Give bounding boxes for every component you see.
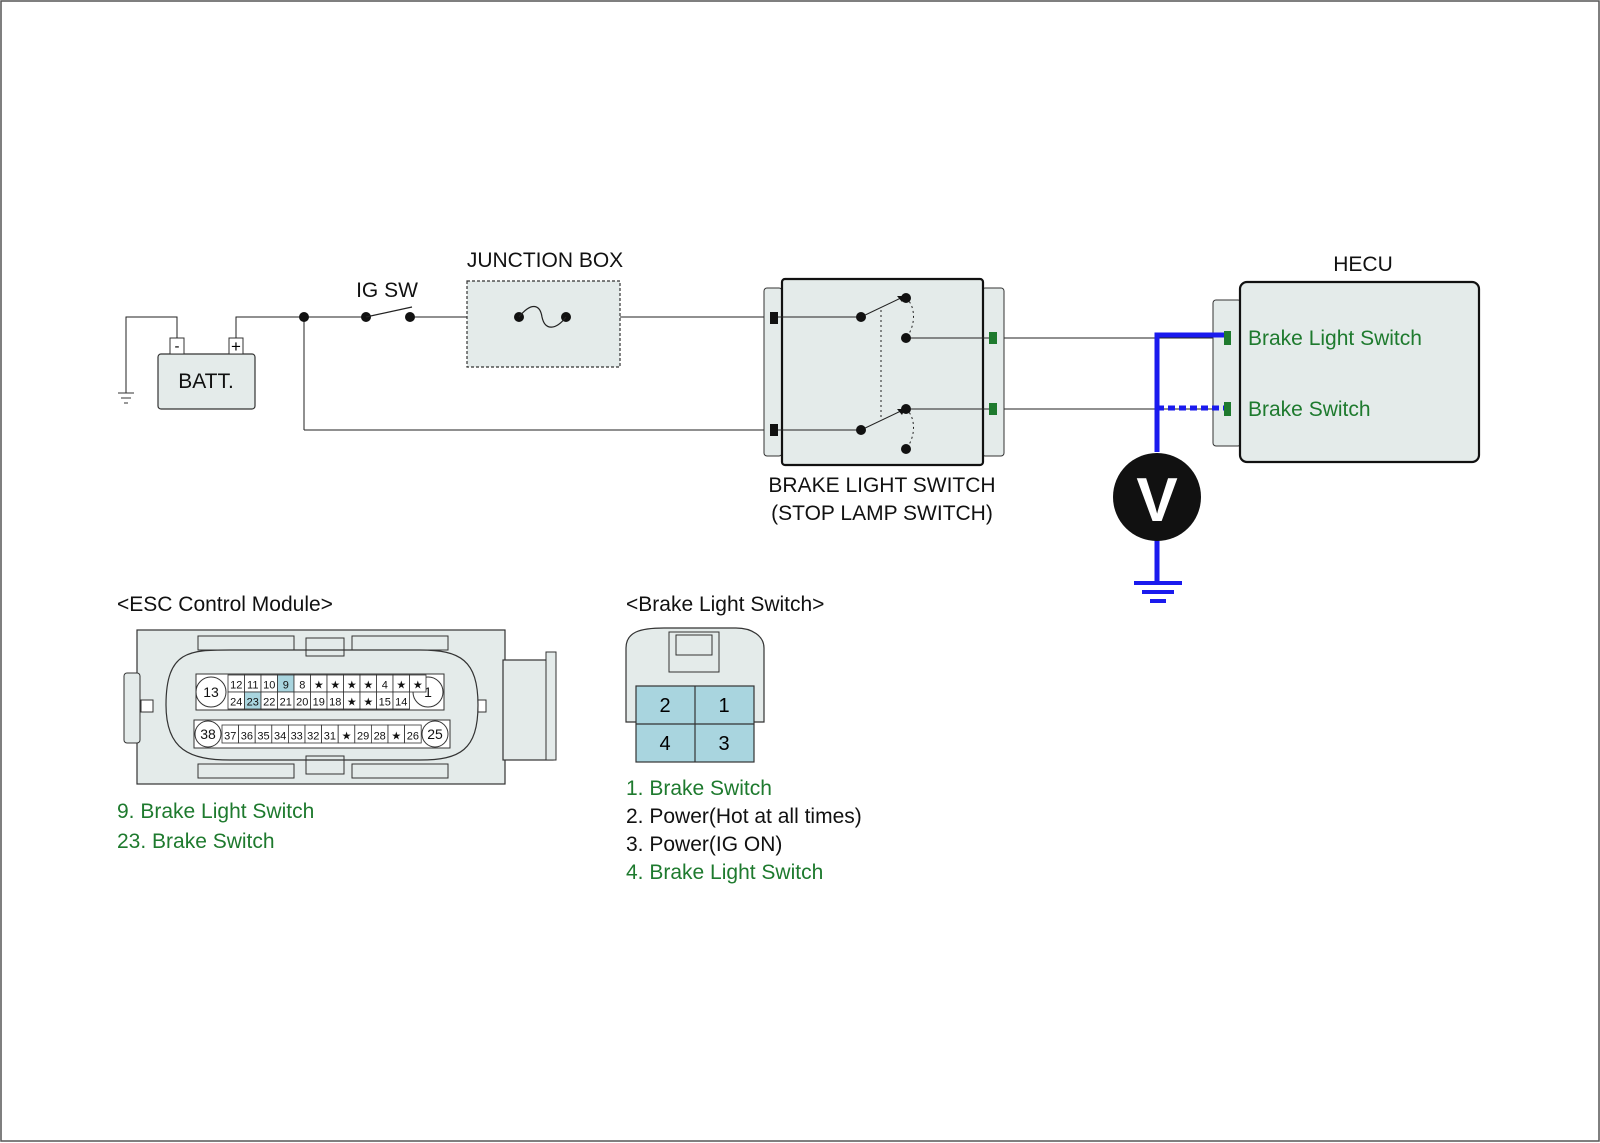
esc-legend-1: 9. Brake Light Switch — [117, 800, 314, 823]
esc-pin-label: 37 — [224, 731, 236, 743]
esc-pin-label: ★ — [342, 731, 352, 743]
esc-connector-title: <ESC Control Module> — [117, 593, 333, 616]
bls-pin-1: 1 — [718, 695, 729, 717]
esc-pin-label: 21 — [280, 697, 292, 709]
bls-pin-3: 3 — [718, 733, 729, 755]
hecu: HECU Brake Light Switch Brake Switch — [1212, 253, 1481, 464]
battery-pos-label: + — [231, 337, 241, 356]
esc-pin-label: 18 — [329, 697, 341, 709]
esc-pin-label: 9 — [283, 680, 289, 692]
junction-box-outline — [466, 280, 621, 368]
wire-junction-dot — [299, 312, 309, 322]
esc-pin-label: 35 — [257, 731, 269, 743]
esc-pin-label: ★ — [330, 680, 340, 692]
esc-pin-label: ★ — [391, 731, 401, 743]
esc-pin-label: 15 — [379, 697, 391, 709]
esc-pin-label: 14 — [395, 697, 407, 709]
battery-ground-wire — [125, 316, 178, 393]
esc-pin-label: 26 — [407, 731, 419, 743]
battery-body — [157, 353, 256, 410]
ig-switch-label: IG SW — [356, 279, 418, 302]
bls-legend-2: 2. Power(Hot at all times) — [626, 805, 862, 828]
hecu-body — [1238, 280, 1481, 464]
esc-pin-label: ★ — [363, 697, 373, 709]
esc-pin-label: ★ — [396, 680, 406, 692]
battery-neg-label: - — [175, 338, 180, 355]
brake-switch-label-1: BRAKE LIGHT SWITCH — [768, 474, 995, 497]
esc-big-pin-label: 13 — [203, 684, 219, 700]
esc-pin-cell — [404, 724, 422, 744]
esc-pin-label: 33 — [291, 731, 303, 743]
fuse-icon — [518, 305, 567, 328]
esc-pin-cell — [409, 674, 427, 693]
esc-pin-label: 4 — [382, 680, 388, 692]
brake-light-switch: BRAKE LIGHT SWITCH (STOP LAMP SWITCH) — [763, 277, 1005, 525]
brake-switch-right-flange — [981, 287, 1005, 457]
brake-switch-body — [780, 277, 985, 467]
voltmeter-probes — [1154, 332, 1224, 583]
esc-pin-label: 29 — [357, 731, 369, 743]
voltmeter-label: V — [1136, 466, 1177, 535]
hecu-label: HECU — [1333, 253, 1393, 276]
esc-big-pin-label: 38 — [200, 726, 216, 742]
esc-big-pin — [194, 720, 222, 748]
esc-pin-label: ★ — [363, 680, 373, 692]
hecu-pin-brake-switch: Brake Switch — [1248, 398, 1371, 421]
esc-pin-label: 28 — [374, 731, 386, 743]
esc-pin-label: 11 — [247, 680, 258, 692]
esc-pin-label: 36 — [241, 731, 253, 743]
esc-pin-cell — [392, 691, 410, 710]
esc-pin-label: 22 — [263, 697, 275, 709]
esc-pin-label: ★ — [314, 680, 324, 692]
meter-ground-icon — [1134, 581, 1182, 603]
esc-pin-label: 31 — [324, 731, 336, 743]
esc-pin-label: 19 — [313, 697, 325, 709]
esc-pin-label: 20 — [296, 697, 308, 709]
esc-pin-label: 32 — [307, 731, 319, 743]
voltmeter-icon: V — [1113, 453, 1201, 541]
bls-legend-3: 3. Power(IG ON) — [626, 833, 782, 856]
bls-legend-1: 1. Brake Switch — [626, 777, 772, 800]
battery-label: BATT. — [178, 370, 234, 393]
bls-pin-2: 2 — [659, 695, 670, 717]
esc-big-pin-label: 1 — [424, 684, 432, 700]
esc-pin-label: 34 — [274, 731, 286, 743]
esc-pin-label: 24 — [230, 697, 242, 709]
esc-big-pin-label: 25 — [427, 726, 443, 742]
ground-icon — [118, 392, 134, 404]
esc-legend-2: 23. Brake Switch — [117, 830, 275, 853]
esc-pin-label: 8 — [299, 680, 305, 692]
bls-legend-4: 4. Brake Light Switch — [626, 861, 823, 884]
brake-switch-label-2: (STOP LAMP SWITCH) — [771, 502, 993, 525]
wires — [235, 316, 1228, 431]
esc-pin-label: 12 — [230, 680, 242, 692]
esc-pin-label: ★ — [347, 680, 357, 692]
junction-box-label: JUNCTION BOX — [467, 249, 623, 272]
esc-pin-label: ★ — [347, 697, 357, 709]
esc-pin-label: 10 — [263, 680, 275, 692]
esc-pin-label: ★ — [413, 680, 423, 692]
hecu-flange — [1212, 299, 1242, 447]
esc-big-pin — [195, 676, 227, 708]
esc-big-pin — [421, 720, 449, 748]
battery: BATT. - + — [118, 316, 256, 410]
bls-connector: <Brake Light Switch> 2 1 4 3 1. Brake Sw… — [625, 593, 862, 884]
bls-connector-title: <Brake Light Switch> — [626, 593, 824, 616]
junction-box: JUNCTION BOX — [466, 249, 623, 368]
esc-pin-label: 23 — [247, 697, 259, 709]
hecu-pin-brake-light-switch: Brake Light Switch — [1248, 327, 1422, 350]
bls-pin-4: 4 — [659, 733, 670, 755]
ig-switch: IG SW — [356, 279, 418, 322]
